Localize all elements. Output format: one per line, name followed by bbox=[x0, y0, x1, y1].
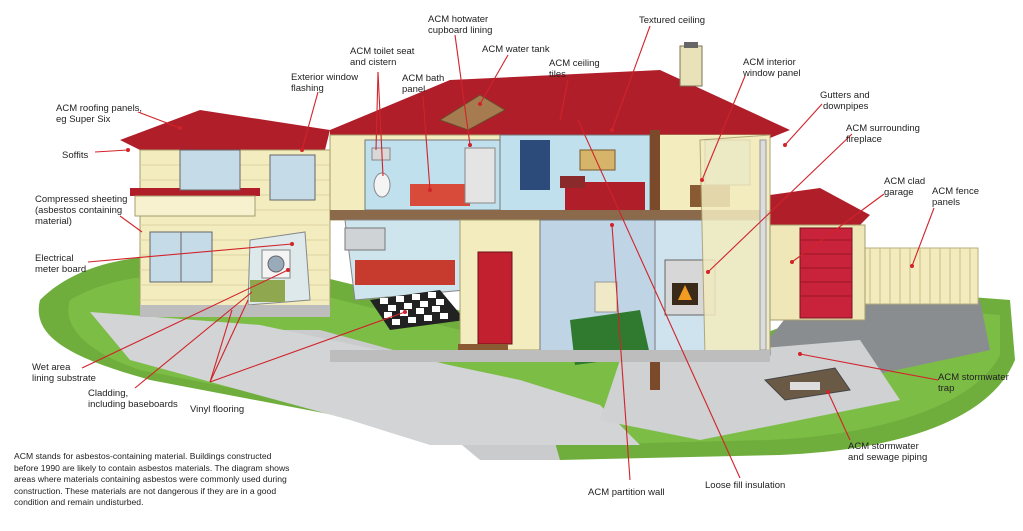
label-cladding: Cladding, including baseboards bbox=[88, 388, 178, 410]
label-line: material) bbox=[35, 216, 72, 227]
label-line: (asbestos containing bbox=[35, 205, 123, 216]
label-water-tank: ACM water tank bbox=[482, 44, 550, 55]
label-line: Exterior window bbox=[291, 72, 359, 83]
note-line: before 1990 are likely to contain asbest… bbox=[14, 462, 290, 473]
label-line: Loose fill insulation bbox=[705, 480, 786, 491]
label-line: ACM ceiling bbox=[549, 58, 600, 69]
label-line: ACM hotwater bbox=[428, 14, 489, 25]
leader-dots bbox=[126, 102, 914, 394]
label-ceiling-tiles: ACM ceiling tiles bbox=[549, 58, 600, 80]
label-line: ACM partition wall bbox=[588, 487, 665, 498]
label-fireplace: ACM surrounding fireplace bbox=[846, 123, 920, 145]
garage bbox=[769, 188, 870, 321]
label-line: and sewage piping bbox=[848, 452, 928, 463]
label-line: eg Super Six bbox=[56, 114, 111, 125]
label-line: ACM water tank bbox=[482, 44, 550, 55]
label-line: ACM toilet seat bbox=[350, 46, 415, 57]
fence bbox=[859, 247, 979, 305]
label-stormwater-trap: ACM stormwater trap bbox=[938, 372, 1009, 394]
label-line: Soffits bbox=[62, 150, 89, 161]
house-main bbox=[329, 42, 790, 390]
label-line: Wet area bbox=[32, 362, 71, 373]
label-line: Cladding, bbox=[88, 388, 129, 399]
label-line: ACM interior bbox=[743, 57, 796, 68]
label-fence-panels: ACM fence panels bbox=[932, 186, 979, 208]
label-roofing-panels: ACM roofing panels, eg Super Six bbox=[56, 103, 142, 125]
label-line: Electrical bbox=[35, 253, 74, 264]
label-line: trap bbox=[938, 383, 955, 394]
label-line: garage bbox=[884, 187, 914, 198]
label-line: Compressed sheeting bbox=[35, 194, 128, 205]
label-line: and cistern bbox=[350, 57, 397, 68]
label-stormwater-piping: ACM stormwater and sewage piping bbox=[848, 441, 927, 463]
label-hotwater-cupboard: ACM hotwater cupboard lining bbox=[428, 14, 492, 36]
house-left-wing bbox=[120, 110, 331, 317]
label-line: fireplace bbox=[846, 134, 882, 145]
label-line: ACM clad bbox=[884, 176, 926, 187]
label-compressed-sheeting: Compressed sheeting (asbestos containing… bbox=[35, 194, 127, 227]
label-window-flashing: Exterior window flashing bbox=[291, 72, 358, 94]
label-wet-area: Wet area lining substrate bbox=[32, 362, 96, 384]
note-line: construction. These materials are not da… bbox=[14, 485, 277, 496]
label-line: Vinyl flooring bbox=[190, 404, 245, 415]
label-line: cupboard lining bbox=[428, 25, 493, 36]
label-clad-garage: ACM clad garage bbox=[884, 176, 925, 198]
note-line: condition and remain undisturbed. bbox=[14, 497, 144, 508]
label-line: Gutters and bbox=[820, 90, 870, 101]
label-line: ACM stormwater bbox=[938, 372, 1009, 383]
label-interior-window-panel: ACM interior window panel bbox=[743, 57, 801, 79]
label-line: Textured ceiling bbox=[639, 15, 706, 26]
label-vinyl-flooring: Vinyl flooring bbox=[190, 404, 244, 415]
label-textured-ceiling: Textured ceiling bbox=[639, 15, 705, 26]
label-line: tiles bbox=[549, 69, 566, 80]
label-line: lining substrate bbox=[32, 373, 96, 384]
label-line: downpipes bbox=[823, 101, 869, 112]
label-soffits: Soffits bbox=[62, 150, 88, 161]
label-line: ACM bath bbox=[402, 73, 445, 84]
label-line: ACM fence bbox=[932, 186, 979, 197]
label-partition-wall: ACM partition wall bbox=[588, 487, 665, 498]
label-gutters: Gutters and downpipes bbox=[820, 90, 870, 112]
label-line: panel bbox=[402, 84, 426, 95]
label-bath-panel: ACM bath panel bbox=[402, 73, 444, 95]
label-line: ACM roofing panels, bbox=[56, 103, 143, 114]
label-line: ACM stormwater bbox=[848, 441, 919, 452]
explanatory-note: ACM stands for asbestos-containing mater… bbox=[14, 451, 314, 509]
note-line: areas where materials containing asbesto… bbox=[14, 474, 287, 485]
label-loose-fill: Loose fill insulation bbox=[705, 480, 785, 491]
note-line: ACM stands for asbestos-containing mater… bbox=[14, 451, 272, 461]
label-line: ACM surrounding bbox=[846, 123, 920, 134]
label-toilet: ACM toilet seat and cistern bbox=[350, 46, 414, 68]
label-meter-board: Electrical meter board bbox=[35, 253, 86, 275]
label-line: meter board bbox=[35, 264, 87, 275]
label-line: including baseboards bbox=[88, 399, 178, 410]
label-line: flashing bbox=[291, 83, 324, 94]
label-line: panels bbox=[932, 197, 960, 208]
leader-lines bbox=[81, 25, 939, 481]
label-line: window panel bbox=[743, 68, 801, 79]
